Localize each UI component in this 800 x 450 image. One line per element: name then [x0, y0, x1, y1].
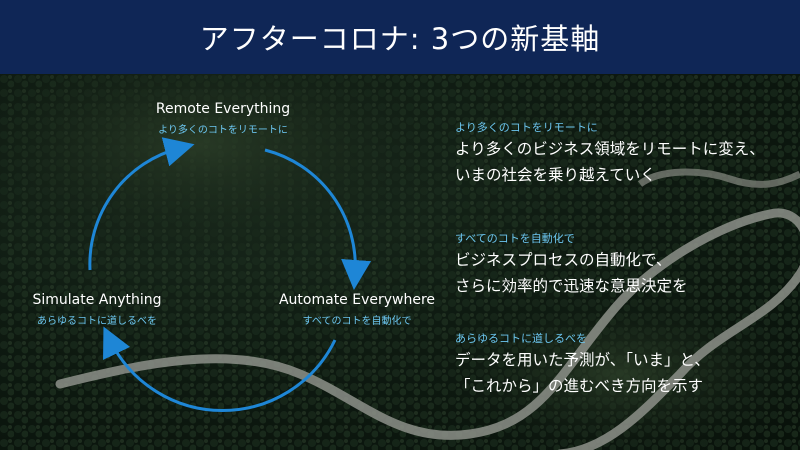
point-automate: すべてのコトを自動化で ビジネスプロセスの自動化で、 さらに効率的で迅速な意思決…	[455, 230, 688, 298]
point-line: データを用いた予測が、「いま」と、	[455, 351, 710, 369]
node-subtitle: すべてのコトを自動化で	[302, 316, 412, 327]
point-line: いまの社会を乗り越えていく	[455, 166, 656, 184]
node-title: Automate Everywhere	[278, 292, 436, 308]
point-simulate: あらゆるコトに道しるべを データを用いた予測が、「いま」と、 「これから」の進む…	[455, 330, 710, 398]
arrow-remote-to-automate	[264, 148, 372, 290]
node-subtitle: より多くのコトをリモートに	[158, 125, 288, 136]
arrow-simulate-to-remote	[88, 137, 195, 271]
point-line: さらに効率的で迅速な意思決定を	[455, 277, 688, 295]
point-line: より多くのビジネス領域をリモートに変え、	[455, 140, 765, 158]
point-heading: より多くのコトをリモートに	[455, 121, 598, 134]
point-line: 「これから」の進むべき方向を示す	[455, 377, 704, 395]
node-remote-everything: Remote Everything より多くのコトをリモートに	[137, 101, 309, 136]
slide-title: アフターコロナ: 3つの新基軸	[199, 22, 601, 56]
point-heading: あらゆるコトに道しるべを	[455, 332, 587, 345]
road	[55, 208, 800, 450]
point-line: ビジネスプロセスの自動化で、	[455, 251, 672, 269]
node-subtitle: あらゆるコトに道しるべを	[37, 316, 157, 327]
node-automate-everywhere: Automate Everywhere すべてのコトを自動化で	[262, 292, 452, 327]
point-heading: すべてのコトを自動化で	[455, 232, 575, 245]
node-title: Simulate Anything	[32, 292, 162, 308]
node-title: Remote Everything	[155, 101, 291, 117]
title-bar: アフターコロナ: 3つの新基軸	[0, 0, 800, 74]
node-simulate-anything: Simulate Anything あらゆるコトに道しるべを	[12, 292, 182, 327]
point-remote: より多くのコトをリモートに より多くのビジネス領域をリモートに変え、 いまの社会…	[455, 119, 765, 187]
arrow-automate-to-simulate	[103, 326, 337, 412]
